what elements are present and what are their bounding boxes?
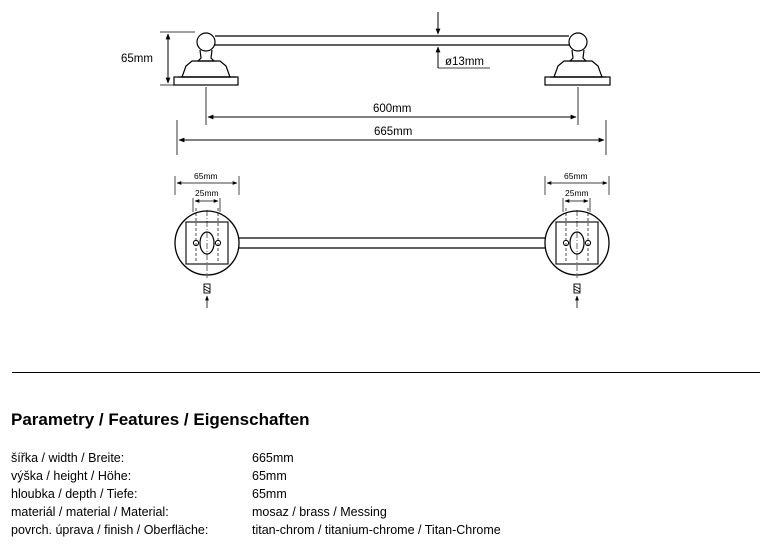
height-dimension: 65mm [121, 31, 195, 86]
towel-bar-front [215, 35, 569, 46]
total-length-dimension: 665mm [176, 120, 607, 155]
spec-label: materiál / material / Material: [11, 505, 169, 519]
left-bracket-front [173, 32, 239, 86]
left-base-width-label: 65mm [194, 171, 218, 181]
right-hole-spacing-label: 25mm [565, 188, 589, 198]
front-view: 65mm ø13mm [121, 12, 611, 155]
spec-label: hloubka / depth / Tiefe: [11, 487, 138, 501]
features-title: Parametry / Features / Eigenschaften [11, 410, 310, 429]
right-bracket-front [544, 32, 611, 86]
spec-value: 665mm [252, 451, 294, 465]
towel-bar-top [238, 237, 546, 249]
spec-label: povrch. úprava / finish / Oberfläche: [11, 523, 209, 537]
spec-value: titan-chrom / titanium-chrome / Titan-Ch… [252, 523, 501, 537]
top-view: 65mm 25mm [174, 171, 610, 308]
height-label: 65mm [121, 53, 153, 65]
left-hole-spacing-label: 25mm [195, 188, 219, 198]
total-length-label: 665mm [374, 126, 412, 138]
spec-value: 65mm [252, 469, 287, 483]
technical-drawing: 65mm ø13mm [121, 12, 611, 308]
section-divider [12, 372, 760, 373]
inner-length-label: 600mm [373, 103, 411, 115]
spec-value: 65mm [252, 487, 287, 501]
diameter-label: ø13mm [445, 56, 484, 68]
left-base-top: 65mm 25mm [174, 171, 240, 308]
right-base-width-label: 65mm [564, 171, 588, 181]
spec-label: šířka / width / Breite: [11, 451, 125, 465]
right-base-top: 65mm 25mm [544, 171, 610, 308]
spec-value: mosaz / brass / Messing [252, 505, 387, 519]
inner-length-dimension: 600mm [205, 87, 579, 125]
diameter-dimension: ø13mm [435, 12, 490, 69]
spec-label: výška / height / Höhe: [11, 469, 132, 483]
